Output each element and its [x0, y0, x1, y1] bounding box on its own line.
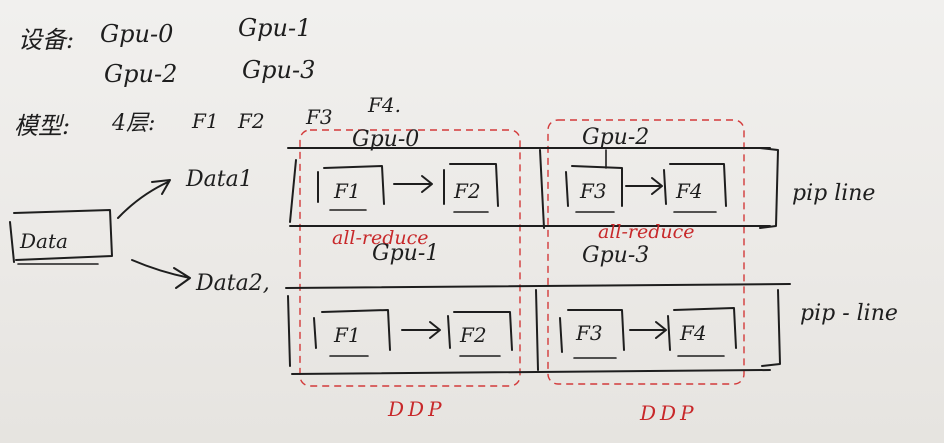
pipeline-top-label: pip line	[792, 181, 875, 206]
cell-gpu3-f3: F3	[559, 309, 625, 359]
gpu1-header: Gpu-1	[372, 241, 439, 266]
devices-label: 设备:	[18, 26, 74, 54]
gpu0-header: Gpu-0	[352, 127, 419, 152]
cell-gpu2-f4-label: F4	[675, 179, 703, 203]
cell-gpu1-f2: F2	[447, 311, 513, 357]
arrow-f3-f4-top	[625, 177, 663, 195]
gpu2-header: Gpu-2	[582, 125, 649, 150]
data1-label: Data1	[185, 167, 253, 192]
note-f2: F2	[237, 109, 265, 133]
gpu3-header: Gpu-3	[582, 243, 649, 268]
pipeline-bottom	[285, 283, 791, 375]
cell-gpu0-f2: F2	[443, 163, 499, 213]
cell-gpu2-f3: F3	[565, 165, 623, 213]
note-f3: F3	[305, 105, 333, 129]
cell-gpu0-f1-label: F1	[333, 179, 361, 203]
data-source-box: Data	[9, 209, 113, 265]
ddp-right-label: DDP	[639, 401, 698, 425]
allreduce-right-label: all-reduce	[598, 221, 695, 243]
arrow-f3-f4-bottom	[629, 321, 667, 339]
cell-gpu2-f4: F4	[663, 163, 727, 213]
pipeline-bottom-label: pip - line	[800, 301, 898, 326]
cell-gpu1-f2-label: F2	[459, 323, 487, 347]
cell-gpu3-f3-label: F3	[575, 321, 603, 345]
cell-gpu3-f4: F4	[667, 307, 737, 357]
cell-gpu0-f1: F1	[317, 165, 385, 211]
note-gpu1: Gpu-1	[238, 14, 311, 42]
ddp-region-left	[299, 129, 521, 387]
note-f4: F4.	[367, 93, 401, 117]
cell-gpu1-f1: F1	[313, 309, 391, 357]
note-gpu2: Gpu-2	[104, 60, 177, 88]
arrow-to-data1	[117, 179, 171, 219]
cell-gpu2-f3-label: F3	[579, 179, 607, 203]
data-source-label: Data	[19, 229, 68, 253]
cell-gpu0-f2-label: F2	[453, 179, 481, 203]
cell-gpu1-f1-label: F1	[333, 323, 361, 347]
ddp-region-right	[547, 119, 745, 385]
note-f1: F1	[191, 109, 219, 133]
model-label: 模型:	[14, 112, 70, 140]
model-layers: 4层:	[111, 111, 155, 136]
ddp-left-label: DDP	[387, 397, 446, 421]
arrow-to-data2	[131, 259, 191, 289]
pipeline-top	[287, 147, 779, 229]
cell-gpu3-f4-label: F4	[679, 321, 707, 345]
note-gpu3: Gpu-3	[242, 56, 315, 84]
arrow-f1-f2-bottom	[401, 321, 441, 339]
arrow-f1-f2-top	[393, 175, 433, 193]
data2-label: Data2,	[195, 271, 270, 296]
note-gpu0: Gpu-0	[100, 20, 173, 48]
allreduce-left-label: all-reduce	[332, 227, 429, 249]
